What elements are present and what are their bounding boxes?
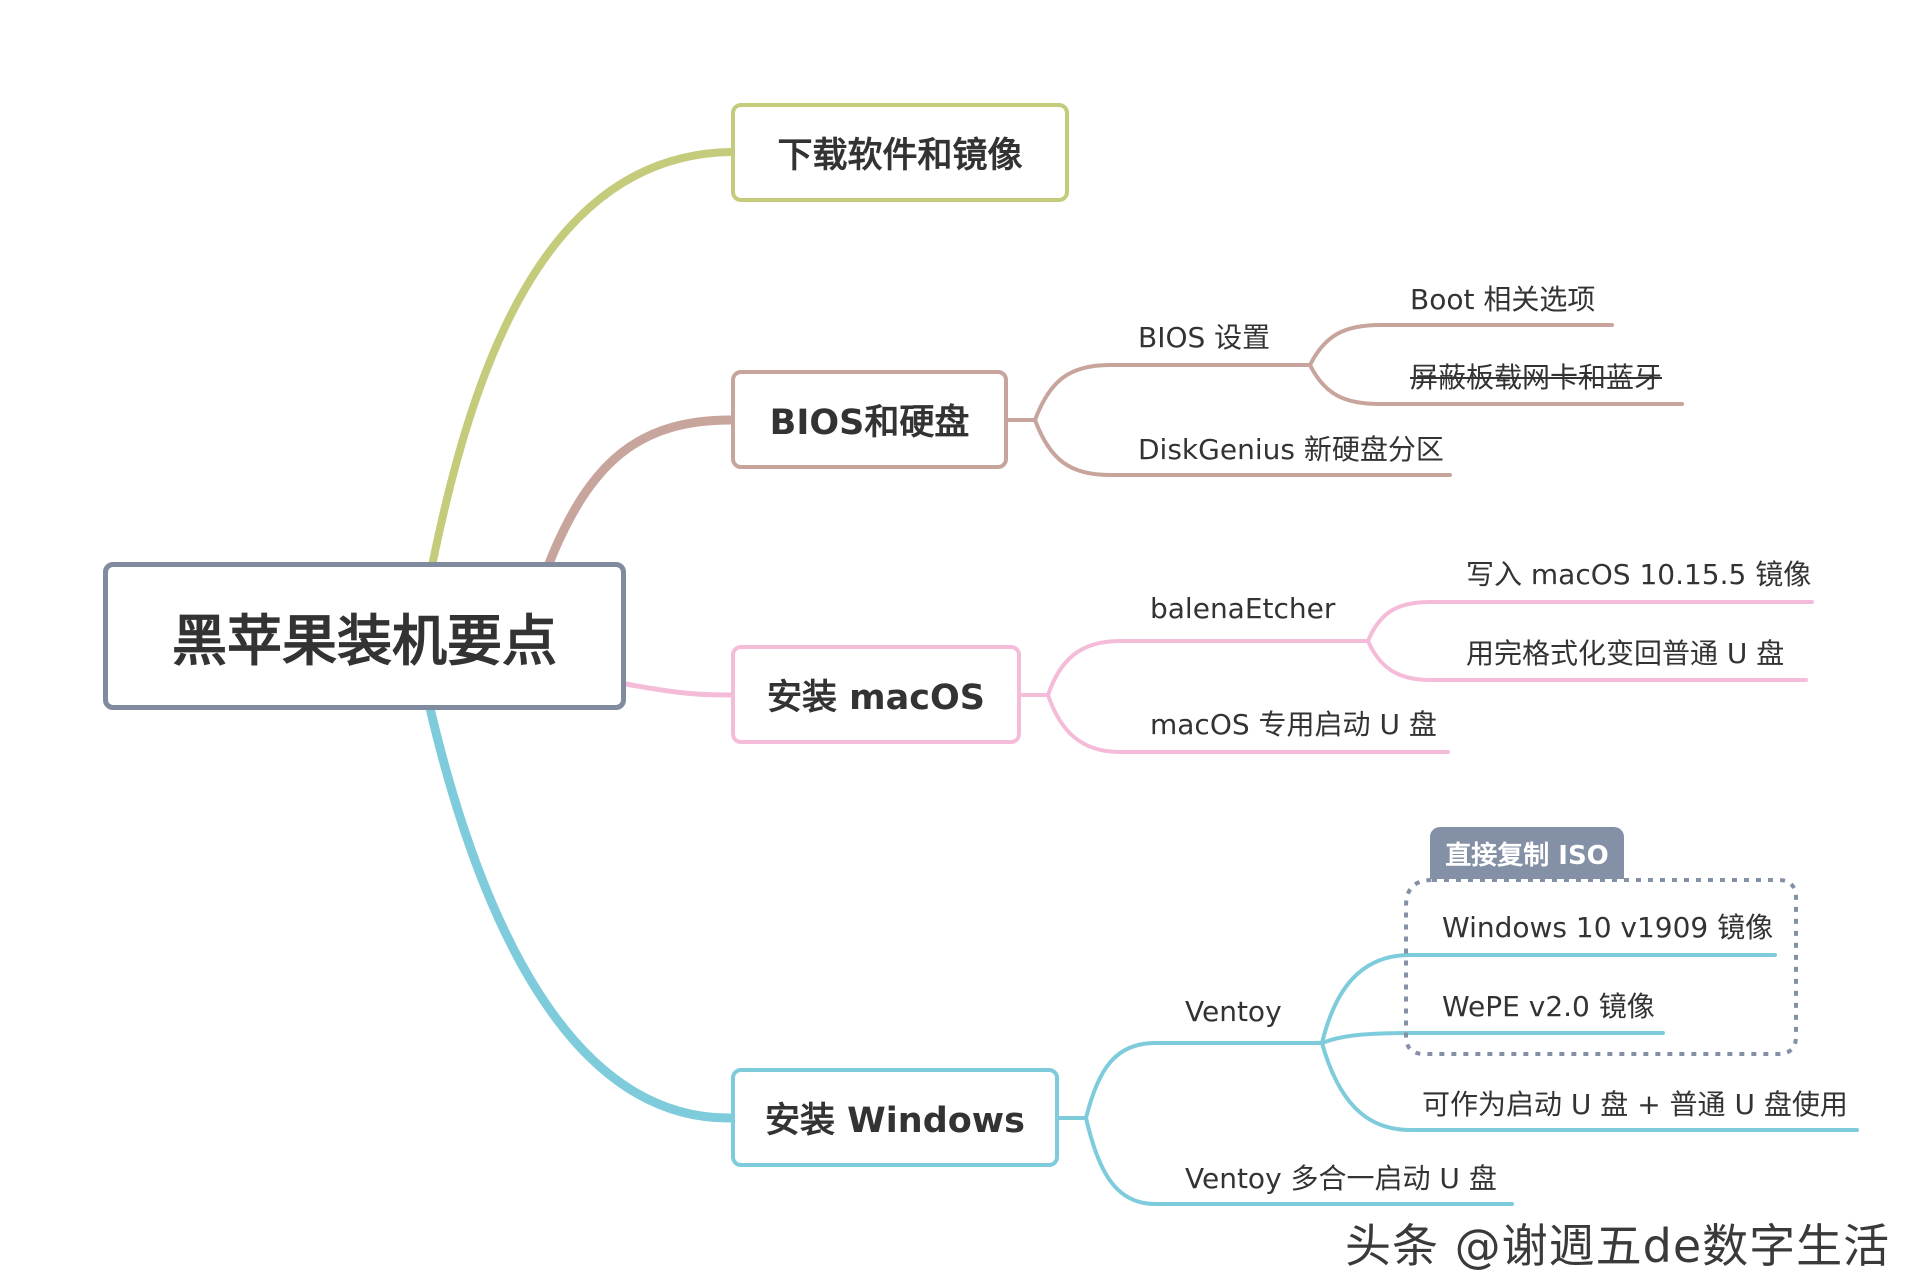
- connector-macos-leaf2: [1366, 639, 1808, 682]
- topic-download[interactable]: 下载软件和镜像: [731, 103, 1069, 202]
- subtopic-bios-settings[interactable]: BIOS 设置: [1138, 321, 1271, 354]
- connector-macos-sub2: [1046, 693, 1450, 754]
- subtopic-macos-usb[interactable]: macOS 专用启动 U 盘: [1150, 708, 1437, 741]
- leaf-wepe-image[interactable]: WePE v2.0 镜像: [1442, 990, 1655, 1023]
- connector-bios-sub1: [1033, 363, 1312, 422]
- leaf-write-macos-image[interactable]: 写入 macOS 10.15.5 镜像: [1466, 558, 1812, 591]
- subtopic-ventoy[interactable]: Ventoy: [1185, 995, 1282, 1028]
- connector-macos-leaf1: [1366, 600, 1814, 643]
- subtopic-diskgenius[interactable]: DiskGenius 新硬盘分区: [1138, 433, 1444, 466]
- leaf-windows10-image[interactable]: Windows 10 v1909 镜像: [1442, 911, 1774, 944]
- subtopic-balenaetcher[interactable]: balenaEtcher: [1150, 592, 1336, 625]
- watermark: 头条 @谢週五de数字生活: [1345, 1219, 1891, 1273]
- topic-install-macos[interactable]: 安装 macOS: [731, 645, 1021, 744]
- connector-bios-sub2: [1033, 418, 1452, 477]
- connector-root-macos: [623, 681, 734, 698]
- connector-macos-sub1: [1046, 639, 1370, 697]
- connector-windows-leaf1: [1320, 953, 1777, 1045]
- connector-windows-leaf2: [1320, 1031, 1665, 1045]
- connector-root-download: [428, 148, 735, 570]
- connector-windows-leaf3: [1320, 1041, 1859, 1132]
- leaf-format-back[interactable]: 用完格式化变回普通 U 盘: [1466, 637, 1785, 670]
- topic-install-windows[interactable]: 安装 Windows: [731, 1068, 1059, 1167]
- leaf-dual-use-usb[interactable]: 可作为启动 U 盘 + 普通 U 盘使用: [1422, 1088, 1848, 1121]
- connector-windows-sub1: [1084, 1041, 1324, 1120]
- connector-windows-sub2: [1084, 1116, 1514, 1206]
- boundary-frame: [1404, 878, 1798, 1056]
- connector-root-bios: [543, 415, 736, 571]
- leaf-disable-onboard-nic-bt[interactable]: 屏蔽板载网卡和蓝牙: [1410, 361, 1663, 394]
- leaf-boot-options[interactable]: Boot 相关选项: [1410, 283, 1596, 316]
- connector-root-windows: [425, 703, 736, 1123]
- boundary-label: 直接复制 ISO: [1430, 827, 1624, 879]
- connector-bios-leaf1: [1308, 323, 1614, 367]
- subtopic-ventoy-multiboot[interactable]: Ventoy 多合一启动 U 盘: [1185, 1162, 1497, 1195]
- topic-bios[interactable]: BIOS和硬盘: [731, 370, 1008, 469]
- connector-bios-leaf2: [1308, 363, 1684, 406]
- root-topic[interactable]: 黑苹果装机要点: [103, 562, 626, 710]
